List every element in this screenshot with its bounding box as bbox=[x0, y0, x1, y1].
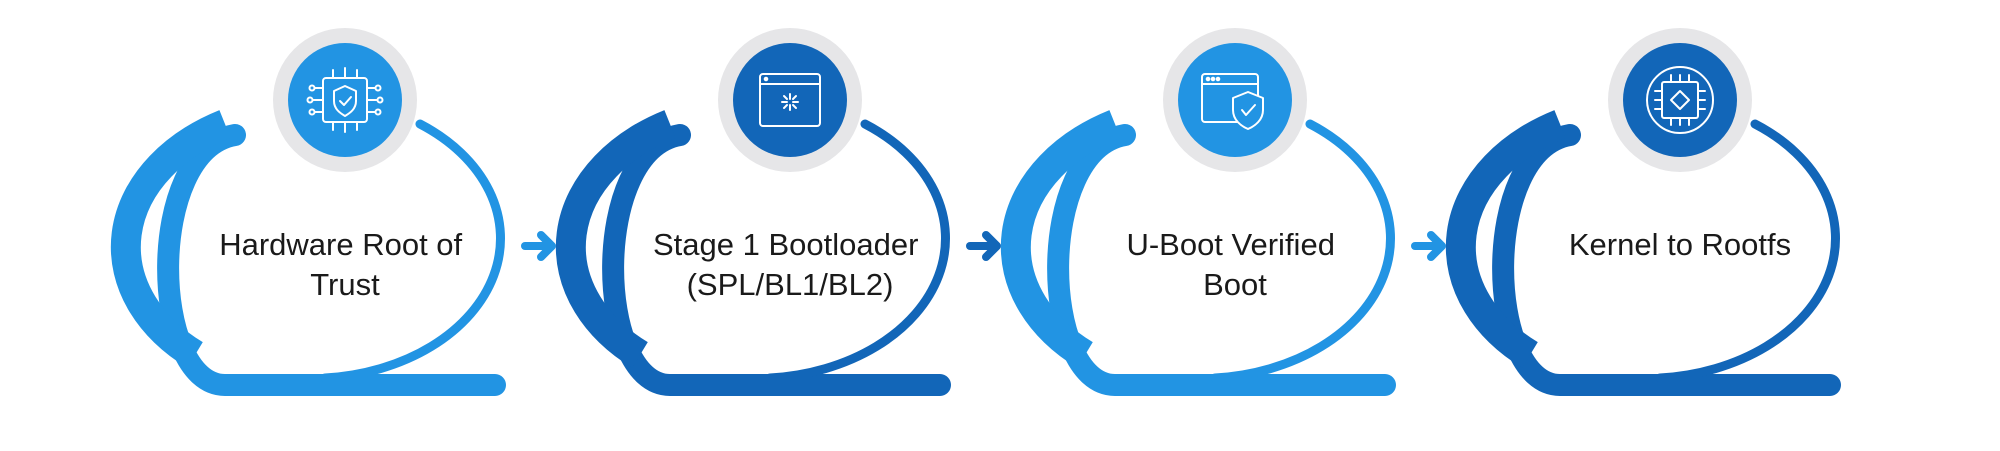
stage-1-ring bbox=[110, 110, 506, 396]
stage-3-label-line-1: U-Boot Verified bbox=[1126, 227, 1335, 262]
stage-1-label-line-1: Hardware Root of bbox=[219, 227, 462, 262]
stage-3-arrow bbox=[1411, 231, 1446, 261]
stage-1-label-line-2: Trust bbox=[310, 267, 380, 302]
stage-3-ring bbox=[1000, 110, 1396, 396]
window-shield-check-icon bbox=[1201, 73, 1264, 130]
stage-2-label-line-2: (SPL/BL1/BL2) bbox=[687, 267, 894, 302]
stage-2-label-line-1: Stage 1 Bootloader bbox=[653, 227, 918, 262]
stage-1-badge bbox=[273, 28, 417, 172]
stage-3: U-Boot Verified Boot bbox=[1000, 28, 1446, 396]
stage-2-ring bbox=[555, 110, 951, 396]
stage-3-label-line-2: Boot bbox=[1203, 267, 1267, 302]
stage-1-arrow bbox=[521, 231, 556, 261]
stage-4-label-line-1: Kernel to Rootfs bbox=[1569, 227, 1791, 262]
stage-2-label: Stage 1 Bootloader (SPL/BL1/BL2) bbox=[653, 227, 927, 302]
stage-4: Kernel to Rootfs bbox=[1445, 28, 1841, 396]
stage-4-label: Kernel to Rootfs bbox=[1569, 227, 1791, 262]
loading-window-icon bbox=[759, 73, 821, 127]
stage-1: Hardware Root of Trust bbox=[110, 28, 556, 396]
stage-1-label: Hardware Root of Trust bbox=[219, 227, 471, 302]
stage-2-arrow bbox=[966, 231, 1001, 261]
stage-4-badge bbox=[1608, 28, 1752, 172]
stage-3-label: U-Boot Verified Boot bbox=[1126, 227, 1343, 302]
stage-4-ring bbox=[1445, 110, 1841, 396]
chip-shield-icon bbox=[306, 67, 384, 133]
processor-chip-icon bbox=[1646, 66, 1714, 134]
stage-2: Stage 1 Bootloader (SPL/BL1/BL2) bbox=[555, 28, 1001, 396]
